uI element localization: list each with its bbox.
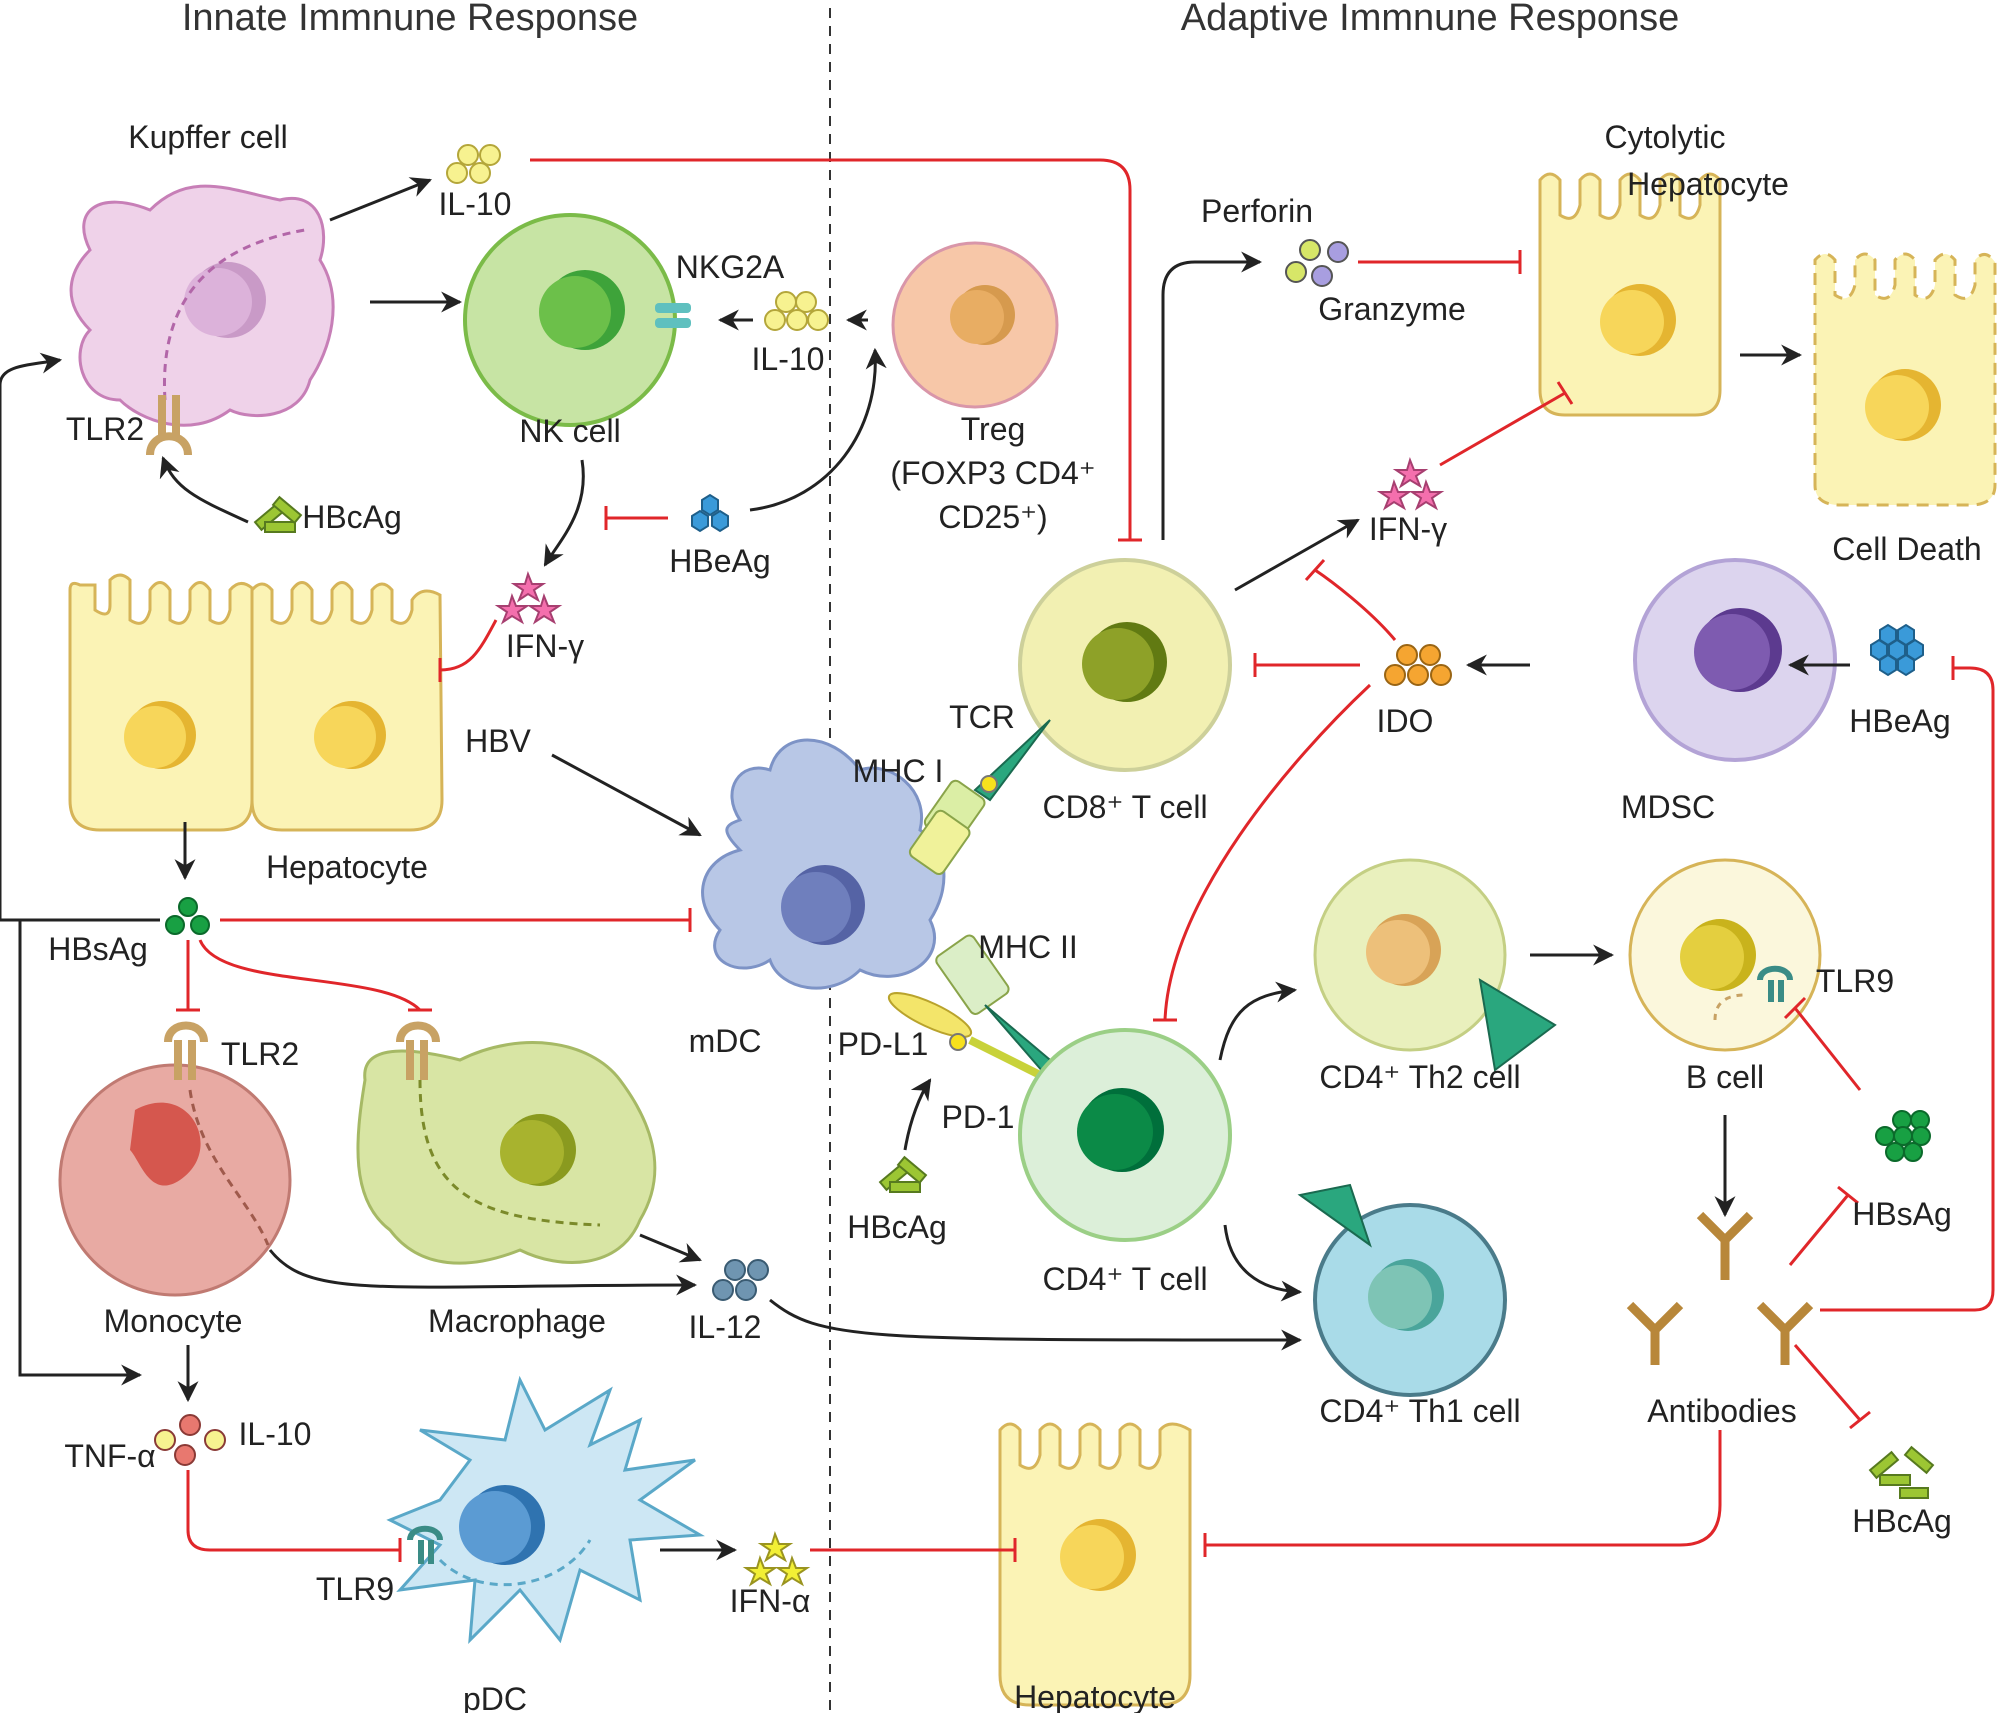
label-antibodies: Antibodies <box>1647 1393 1796 1429</box>
cd4-t-cell <box>1018 1028 1232 1242</box>
label-hepatocyte-bottom: Hepatocyte <box>1014 1679 1176 1713</box>
hepatocyte-top-cells <box>68 573 444 832</box>
activation-arrows <box>0 177 1850 1561</box>
th2-cell <box>1313 858 1557 1072</box>
hbeag-mid-molecule <box>691 493 729 533</box>
tcr-mhc1-complex <box>908 719 1051 876</box>
label-hepatocyte-top: Hepatocyte <box>266 849 428 885</box>
label-mdc: mDC <box>689 1023 762 1059</box>
label-tcr: TCR <box>949 699 1015 735</box>
label-ifng-right: IFN-γ <box>1369 511 1447 547</box>
th1-cell <box>1297 1183 1507 1397</box>
label-monocyte: Monocyte <box>104 1303 243 1339</box>
label-perforin: Perforin <box>1201 193 1313 229</box>
cytolytic-hepatocyte <box>1538 172 1722 417</box>
label-cell-death: Cell Death <box>1832 531 1981 567</box>
il10-mid-molecule <box>764 291 829 331</box>
ifng-right-molecule <box>1376 456 1445 511</box>
hbcag-right-molecule <box>1868 1445 1935 1499</box>
label-tlr2-kupffer: TLR2 <box>66 411 144 447</box>
label-il12: IL-12 <box>689 1309 762 1345</box>
hbcag-mid-molecule <box>878 1155 928 1193</box>
label-tlr9-b: TLR9 <box>1816 963 1894 999</box>
ifng-left-molecule <box>494 570 563 625</box>
label-ido: IDO <box>1377 703 1434 739</box>
label-th1: CD4⁺ Th1 cell <box>1319 1393 1520 1429</box>
label-mhc1: MHC I <box>853 753 944 789</box>
macrophage-cell <box>356 1041 657 1265</box>
label-nk-cell: NK cell <box>519 413 620 449</box>
b-cell <box>1628 858 1822 1052</box>
label-bcell: B cell <box>1686 1059 1764 1095</box>
tlr2-receptor-monocyte <box>164 1021 208 1080</box>
mdc-cell <box>701 738 946 990</box>
ifna-molecule <box>742 1530 811 1587</box>
hbcag-left-molecule <box>253 495 303 533</box>
label-granzyme: Granzyme <box>1318 291 1466 327</box>
dying-hepatocyte <box>1813 252 1997 507</box>
tlr9-receptor-bcell <box>1757 965 1793 1002</box>
label-ifng-left: IFN-γ <box>506 628 584 664</box>
label-il10-top: IL-10 <box>439 186 512 222</box>
pdc-cell <box>386 1375 705 1644</box>
hbeag-right-molecule <box>1870 623 1924 677</box>
label-th2: CD4⁺ Th2 cell <box>1319 1059 1520 1095</box>
label-mhc2: MHC II <box>978 929 1078 965</box>
ido-molecule <box>1384 644 1452 686</box>
label-hbcag-right: HBcAg <box>1852 1503 1952 1539</box>
label-hbeag-right: HBeAg <box>1849 703 1950 739</box>
label-treg-line3: CD25⁺) <box>938 499 1047 535</box>
il12-molecule <box>712 1259 769 1301</box>
label-cytolytic: Cytolytic <box>1605 119 1726 155</box>
antibodies-icon <box>1626 1211 1814 1365</box>
label-pd1: PD-1 <box>942 1099 1015 1135</box>
label-pdl1: PD-L1 <box>838 1026 929 1062</box>
label-hbcag-left: HBcAg <box>302 499 402 535</box>
nkg2a-receptor <box>655 303 691 328</box>
label-hbcag-mid: HBcAg <box>847 1209 947 1245</box>
cd8-t-cell <box>1018 558 1232 772</box>
label-il10-bottom: IL-10 <box>239 1416 312 1452</box>
label-nkg2a: NKG2A <box>676 249 785 285</box>
label-mdsc: MDSC <box>1621 789 1715 825</box>
label-tnfa: TNF-α <box>64 1438 155 1474</box>
innate-header: Innate Immnune Response <box>182 0 638 39</box>
il10-top-molecule <box>446 144 501 184</box>
mdsc-cell <box>1633 558 1837 762</box>
label-tlr9-pdc: TLR9 <box>316 1571 394 1607</box>
label-treg-line2: (FOXP3 CD4⁺ <box>890 455 1095 491</box>
label-hbsag-right: HBsAg <box>1852 1196 1952 1232</box>
label-hbeag-mid: HBeAg <box>669 543 770 579</box>
label-cd4: CD4⁺ T cell <box>1042 1261 1207 1297</box>
tnfa-il10-molecule <box>154 1414 226 1466</box>
label-treg: Treg <box>961 411 1026 447</box>
perforin-granzyme-molecule <box>1285 239 1349 287</box>
label-macrophage: Macrophage <box>428 1303 606 1339</box>
label-cd8: CD8⁺ T cell <box>1042 789 1207 825</box>
tlr2-receptor-kupffer <box>146 395 192 456</box>
label-ifna: IFN-α <box>730 1583 811 1619</box>
adaptive-header: Adaptive Immnune Response <box>1181 0 1680 39</box>
inhibition-lines <box>176 158 1995 1562</box>
label-il10-mid: IL-10 <box>752 341 825 377</box>
kupffer-cell <box>69 184 335 427</box>
label-cytolytic2: Hepatocyte <box>1627 166 1789 202</box>
tlr9-receptor-pdc <box>407 1525 443 1564</box>
nk-cell <box>463 213 677 427</box>
label-hbv: HBV <box>465 723 531 759</box>
hbsag-right-molecule <box>1875 1110 1931 1162</box>
hbsag-left-molecule <box>165 897 210 935</box>
receptor-macrophage <box>396 1021 440 1080</box>
label-tlr2-mono: TLR2 <box>221 1036 299 1072</box>
label-hbsag-left: HBsAg <box>48 931 148 967</box>
monocyte-cell <box>58 1063 292 1297</box>
label-pdc: pDC <box>463 1681 527 1713</box>
hepatocyte-bottom-cell <box>998 1422 1192 1707</box>
label-kupffer: Kupffer cell <box>128 119 288 155</box>
treg-cell <box>891 241 1059 409</box>
